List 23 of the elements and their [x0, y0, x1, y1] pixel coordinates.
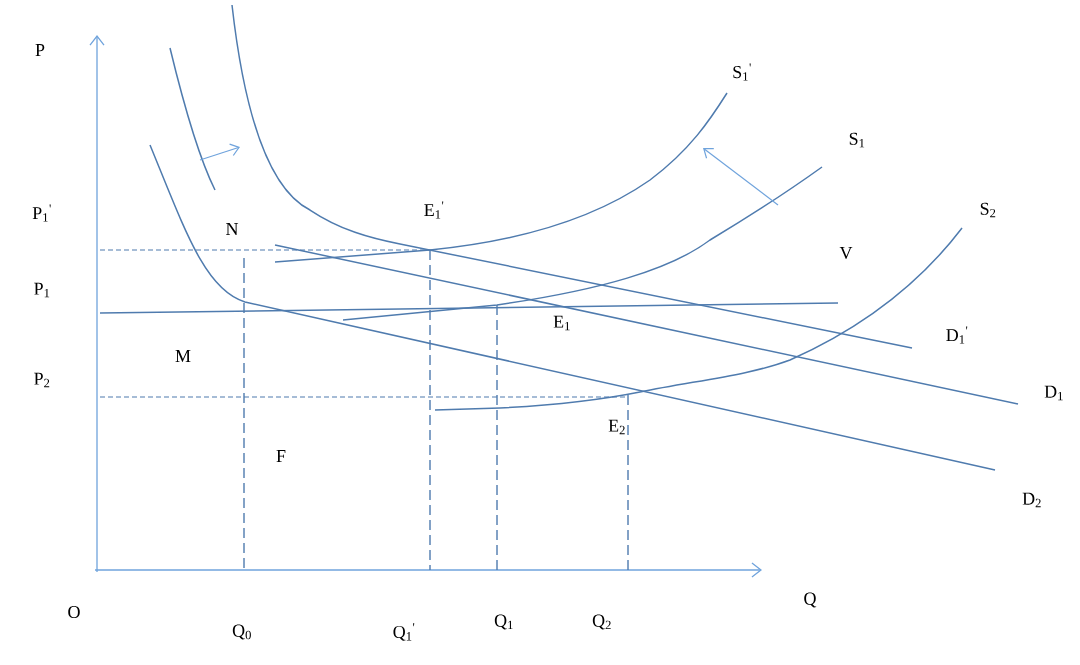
axis-label: S$_{1}$ [849, 132, 865, 148]
axis-label: D$_{1}$ [1044, 385, 1063, 401]
axis-label: E$_{1}$ [553, 315, 570, 331]
axis-label: Q [804, 592, 817, 608]
axis-label: E$_{1}$' [424, 201, 444, 219]
axis-label: P$_{1}$' [32, 204, 51, 222]
axis-label: O [68, 605, 80, 619]
axis-label: N [226, 223, 239, 235]
axis-label: Q$_{0}$ [232, 624, 251, 640]
axis-label: S$_{2}$ [980, 202, 996, 218]
axis-label: Q$_{1}$' [393, 623, 415, 641]
axis-label: M [175, 350, 191, 362]
axis-label: F [276, 450, 286, 462]
axis-label: Q$_{1}$ [494, 614, 513, 630]
axis-label: S$_{1}$' [733, 63, 751, 81]
axis-label: D$_{2}$ [1022, 492, 1041, 508]
axis-label: P$_{1}$ [34, 282, 50, 298]
axis-label: P$_{2}$ [34, 372, 50, 388]
axis-label: P [35, 44, 45, 56]
axis-label: V [839, 246, 853, 260]
axis-label: E$_{2}$ [608, 419, 625, 435]
axis-label: Q$_{2}$ [592, 614, 611, 630]
axis-label: D$_{1}$' [946, 326, 968, 344]
